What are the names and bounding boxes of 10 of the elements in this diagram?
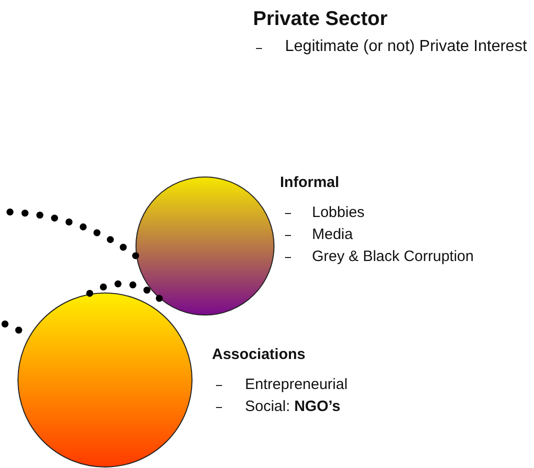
list-item: Lobbies bbox=[312, 204, 365, 221]
bullet-text: Legitimate (or not) Private Interest bbox=[285, 38, 527, 56]
list-item: Entrepreneurial bbox=[245, 376, 348, 393]
group-heading: Associations bbox=[212, 346, 306, 363]
list-item: Social: NGO’s bbox=[245, 398, 340, 415]
title: Private Sector bbox=[253, 8, 388, 31]
group-heading: Informal bbox=[280, 174, 340, 191]
list-item: Grey & Black Corruption bbox=[312, 248, 474, 265]
dotted-connector bbox=[6, 208, 140, 260]
list-item: Media bbox=[312, 226, 353, 243]
